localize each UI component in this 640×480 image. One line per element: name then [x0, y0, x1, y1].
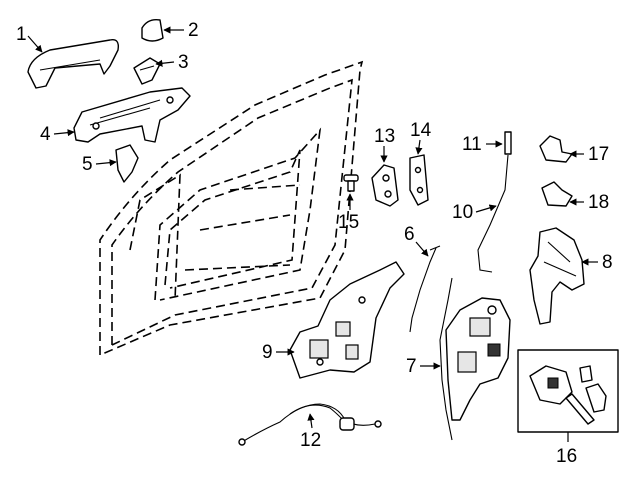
callout-number-17: 17 [588, 144, 609, 165]
bolt-icon [343, 174, 359, 192]
callout-9: 9 [262, 342, 295, 363]
callout-3: 3 [155, 52, 189, 73]
callout-number-10: 10 [452, 202, 473, 223]
door-frame-icon [99, 60, 364, 356]
callout-16: 16 [556, 432, 577, 467]
clip-upper-icon [539, 135, 573, 163]
callout-number-9: 9 [262, 342, 273, 363]
door-latch-icon [439, 277, 511, 441]
handle-bracket-icon [73, 87, 191, 143]
outer-handle-icon [27, 39, 120, 89]
hardware-kit-box [517, 349, 619, 433]
callout-2: 2 [163, 20, 199, 41]
callout-1: 1 [16, 24, 43, 53]
callout-number-1: 1 [16, 24, 27, 45]
callout-4: 4 [40, 124, 75, 145]
callout-7: 7 [406, 356, 441, 377]
callout-number-8: 8 [602, 252, 613, 273]
callout-number-13: 13 [374, 126, 395, 147]
lock-rod-icon [477, 154, 509, 273]
striker-icon [371, 164, 399, 207]
callout-number-11: 11 [462, 134, 482, 155]
callout-number-16: 16 [556, 446, 577, 467]
callout-12: 12 [300, 413, 321, 451]
striker-plate-icon [409, 154, 429, 206]
callout-5: 5 [82, 154, 117, 175]
callout-17: 17 [569, 144, 609, 165]
callout-number-5: 5 [82, 154, 93, 175]
latch-shield-icon [529, 227, 585, 325]
callout-number-12: 12 [300, 430, 321, 451]
rod-end-icon [504, 131, 512, 155]
callout-number-18: 18 [588, 192, 609, 213]
callout-number-6: 6 [404, 224, 415, 245]
callout-13: 13 [374, 126, 395, 163]
inside-rod-icon [409, 245, 441, 333]
callout-number-15: 15 [338, 212, 359, 233]
callout-10: 10 [452, 202, 497, 223]
release-cable-icon [238, 403, 382, 446]
callout-8: 8 [581, 252, 613, 273]
callout-number-2: 2 [188, 20, 199, 41]
callout-number-14: 14 [410, 120, 432, 141]
callout-number-4: 4 [40, 124, 51, 145]
callout-6: 6 [404, 224, 429, 257]
inner-handle-bracket-icon [289, 261, 405, 379]
clip-lower-icon [541, 181, 573, 207]
callout-number-7: 7 [406, 356, 417, 377]
callout-14: 14 [410, 120, 432, 155]
callout-15: 15 [338, 193, 359, 233]
small-bracket-icon [115, 144, 139, 183]
lock-cylinder-icon [133, 57, 161, 85]
callout-number-3: 3 [178, 52, 189, 73]
handle-cap-icon [141, 18, 164, 42]
callout-18: 18 [569, 192, 609, 213]
callout-11: 11 [462, 134, 503, 155]
